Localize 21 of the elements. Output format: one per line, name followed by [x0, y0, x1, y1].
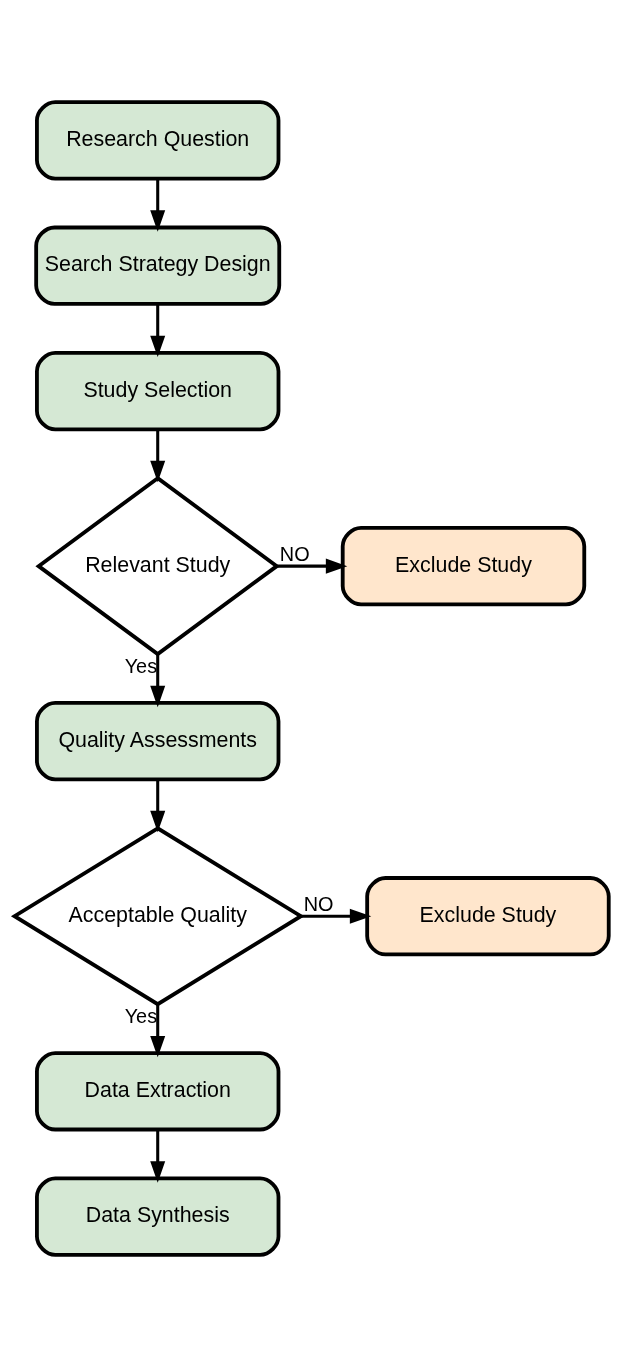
arrow	[150, 653, 166, 707]
node-box: Data Extraction	[35, 1050, 281, 1131]
arrow	[150, 429, 166, 482]
arrow	[150, 178, 166, 232]
node-box: Quality Assessments	[35, 700, 281, 781]
arrow	[150, 303, 166, 357]
arrow	[150, 1129, 166, 1183]
node-diamond: Relevant Study	[35, 475, 280, 656]
node-box: Search Strategy Design	[34, 225, 282, 306]
node-box: Exclude Study	[340, 525, 587, 606]
edge-label: NO	[279, 542, 310, 565]
arrow	[150, 1003, 166, 1057]
arrow	[277, 558, 348, 574]
arrow	[150, 779, 166, 832]
edge-label: NO	[303, 892, 334, 915]
node-diamond: Acceptable Quality	[10, 825, 305, 1006]
node-box: Exclude Study	[365, 875, 611, 956]
arrow	[300, 908, 372, 924]
node-box: Study Selection	[35, 350, 281, 431]
node-box: Research Question	[35, 99, 281, 180]
node-box: Data Synthesis	[35, 1176, 281, 1257]
